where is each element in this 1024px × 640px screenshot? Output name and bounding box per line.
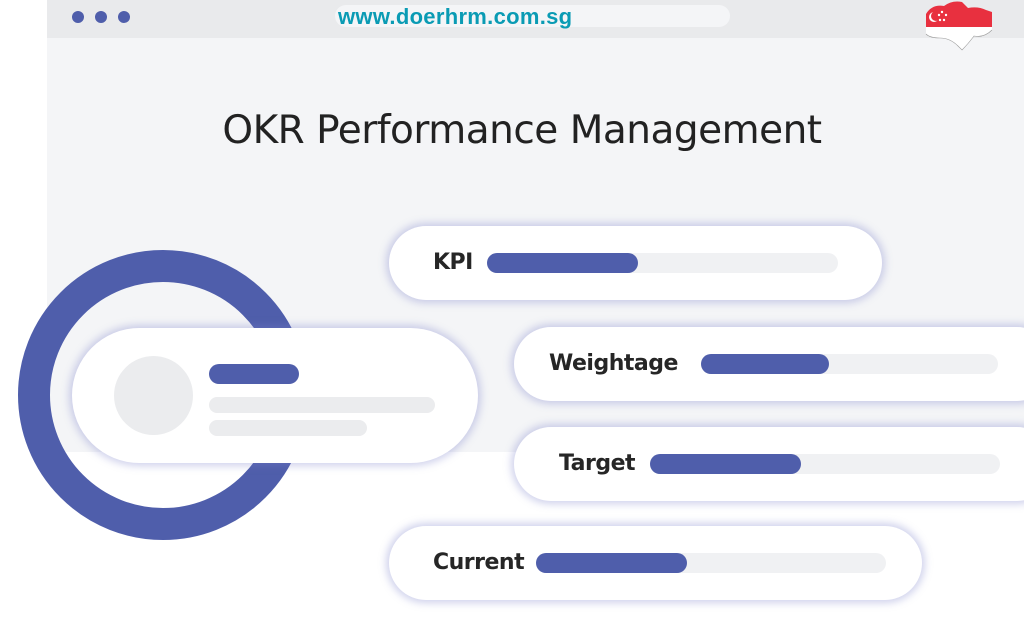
window-dot-icon[interactable] xyxy=(72,11,84,23)
metric-progress-bar xyxy=(487,253,838,273)
metric-progress-bar xyxy=(701,354,998,374)
progress-fill xyxy=(701,354,829,374)
metric-label: Target xyxy=(559,451,636,476)
progress-fill xyxy=(536,553,687,573)
window-dot-icon[interactable] xyxy=(118,11,130,23)
metric-label: KPI xyxy=(433,250,473,275)
progress-fill xyxy=(487,253,638,273)
metric-progress-bar xyxy=(650,454,1000,474)
page-title: OKR Performance Management xyxy=(222,108,822,153)
metric-label: Weightage xyxy=(549,351,678,376)
metric-card-kpi: KPI xyxy=(389,226,882,300)
metric-card-weightage: Weightage xyxy=(514,327,1024,401)
singapore-flag-icon xyxy=(925,1,993,51)
name-placeholder xyxy=(209,364,299,384)
text-placeholder xyxy=(209,420,367,436)
metric-card-current: Current xyxy=(389,526,922,600)
metric-progress-bar xyxy=(536,553,886,573)
address-bar[interactable]: www.doerhrm.com.sg xyxy=(335,4,730,29)
metric-label: Current xyxy=(433,550,525,575)
window-dot-icon[interactable] xyxy=(95,11,107,23)
avatar xyxy=(114,356,193,435)
text-placeholder xyxy=(209,397,435,413)
progress-fill xyxy=(650,454,801,474)
url-text: www.doerhrm.com.sg xyxy=(338,4,573,29)
metric-card-target: Target xyxy=(514,427,1024,501)
profile-card xyxy=(72,328,478,463)
